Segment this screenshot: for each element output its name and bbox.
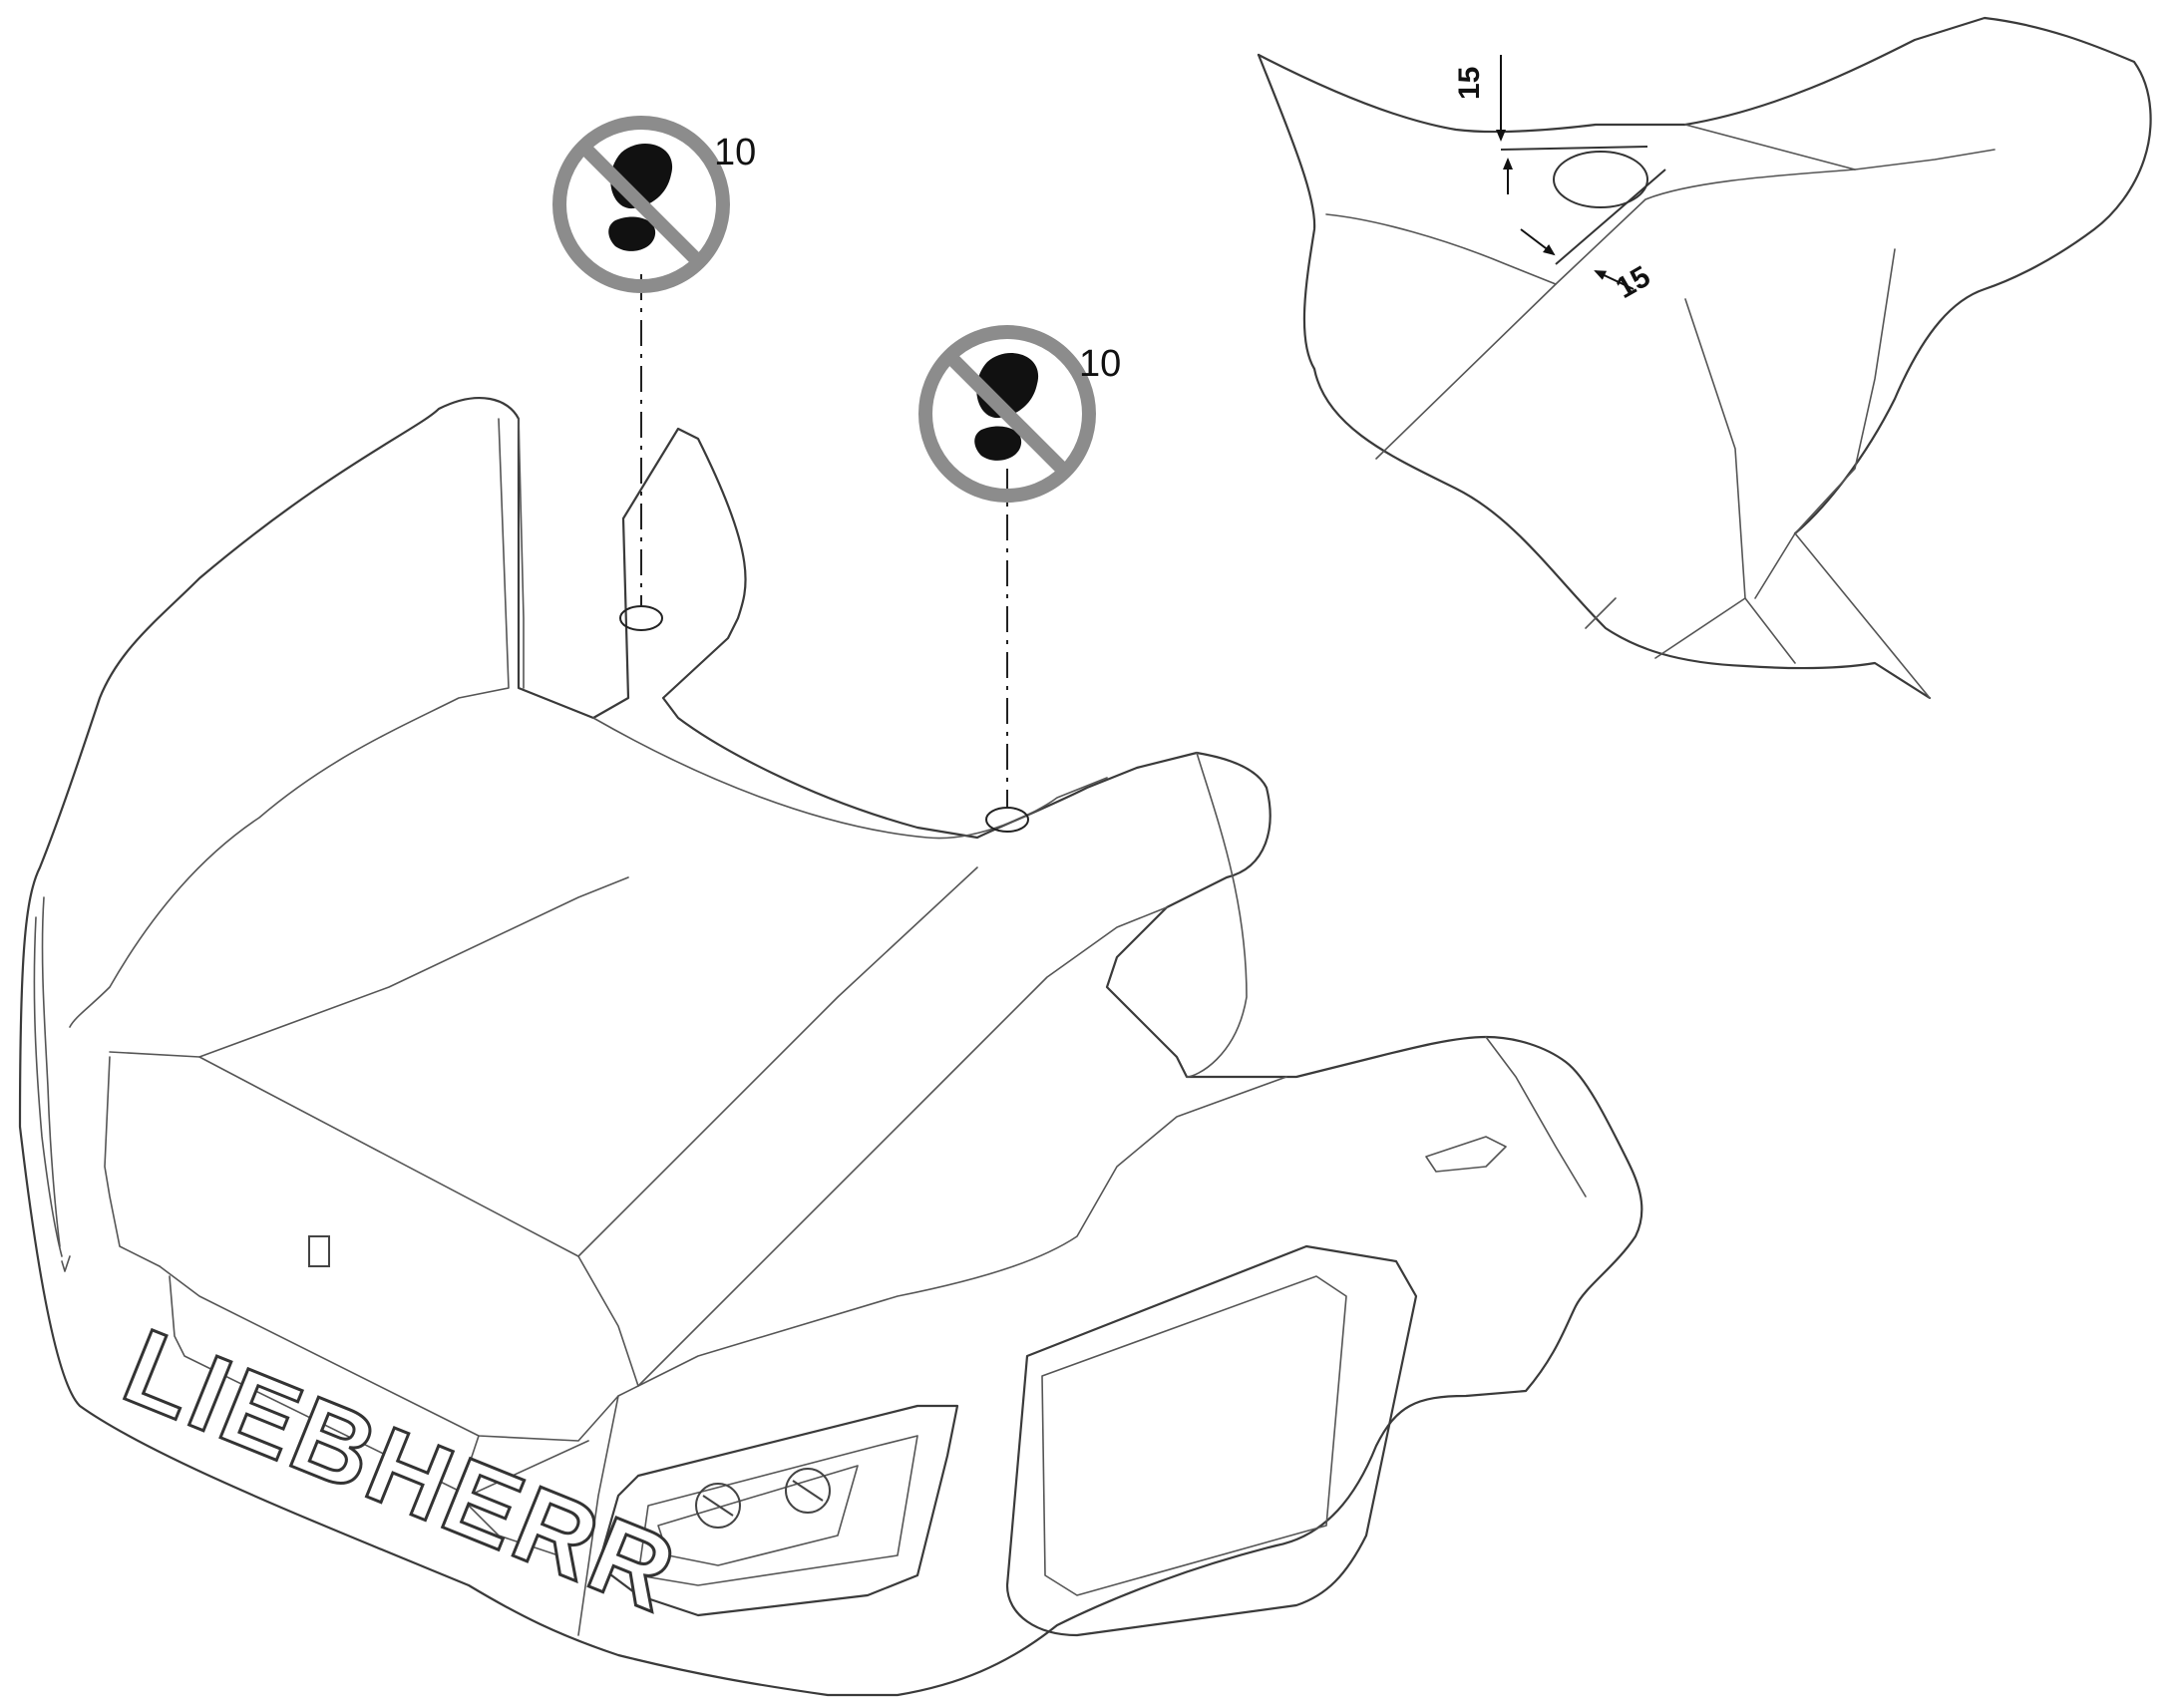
headlight-housing xyxy=(596,1404,959,1617)
hood-emblem xyxy=(308,1235,330,1267)
mount-hole xyxy=(1553,151,1648,208)
hood-assembly: LIEBHERR xyxy=(18,274,1643,1697)
detail-view: 15 15 xyxy=(1257,16,2152,700)
callout-label-right: 10 xyxy=(1079,343,1121,385)
callout-label-left: 10 xyxy=(714,132,756,173)
dimension-top-label: 15 xyxy=(1453,67,1486,100)
dimension-side-label: 15 xyxy=(1611,260,1655,305)
headlight-lamp-right xyxy=(785,1468,831,1514)
sticker-position-right xyxy=(985,807,1029,833)
headlight-lamp-left xyxy=(695,1483,741,1529)
washer-nozzle xyxy=(1425,1136,1507,1173)
side-vent-opening xyxy=(1005,1244,1418,1637)
no-step-symbol-left xyxy=(559,123,723,286)
